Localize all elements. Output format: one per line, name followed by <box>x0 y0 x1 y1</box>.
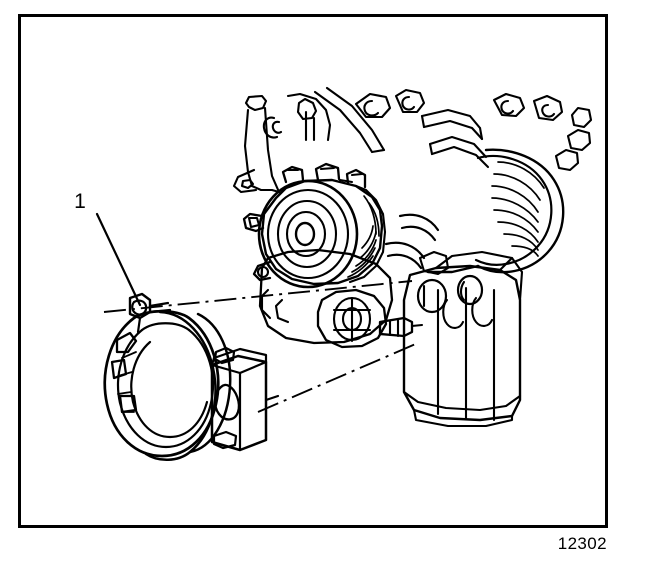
timing-cover-panel <box>258 248 394 345</box>
centerline-lower <box>257 342 419 413</box>
ac-compressor-clamp <box>103 292 280 461</box>
ac-compressor-body <box>260 178 387 286</box>
compressor-mount-hardware <box>242 162 367 282</box>
assembly-centerlines <box>103 280 419 413</box>
compressor-clutch-ribs <box>347 195 380 278</box>
figure-border-frame <box>18 14 608 528</box>
compressor-pulley <box>257 179 359 289</box>
figure-number: 12302 <box>558 534 607 553</box>
engine-block <box>402 250 524 428</box>
belt-tensioner-assembly <box>316 288 424 349</box>
engine-fittings <box>416 250 484 314</box>
upper-bracket-group <box>232 86 593 194</box>
callout-1-leader-line <box>95 212 142 307</box>
centerline-upper <box>103 280 413 313</box>
engine-assembly-lineart <box>232 86 593 428</box>
callout-1-label: 1 <box>74 190 86 213</box>
drive-belt-ribbed <box>426 148 565 274</box>
hose-routing <box>384 213 440 270</box>
